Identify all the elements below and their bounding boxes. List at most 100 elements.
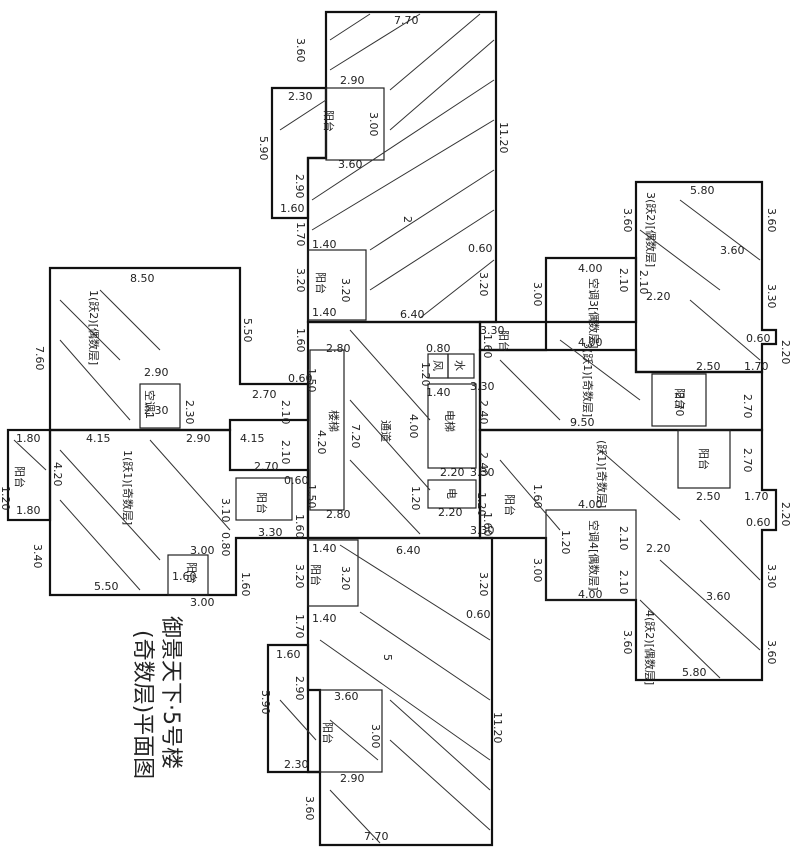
dim: 0.60 xyxy=(746,516,771,529)
dim: 11.20 xyxy=(491,712,504,744)
dim: 7.20 xyxy=(349,424,362,449)
balcony-top-small-outline xyxy=(270,86,328,220)
dim: 2.90 xyxy=(340,772,365,785)
dim: 1.60 xyxy=(280,202,305,215)
dim: 5.90 xyxy=(257,136,270,161)
dim: 3.20 xyxy=(294,268,307,293)
dim: 1.20 xyxy=(409,486,422,511)
water-label: 水 xyxy=(453,360,466,371)
dim: 2.50 xyxy=(696,490,721,503)
core-hatch xyxy=(349,329,431,535)
room-labels: 2 5 阳台 阳台 阳台 阳台 阳台 阳台 阳台 阳台 阳台 阳台 阳台 1(跃… xyxy=(13,110,711,744)
dim: 3.20 xyxy=(477,572,490,597)
dim: 1.80 xyxy=(16,432,41,445)
dim: 7.70 xyxy=(364,830,389,843)
dim: 1.20 xyxy=(419,362,432,387)
dim: 6.40 xyxy=(400,308,425,321)
dim: 2.10 xyxy=(279,400,292,425)
dim: 2.70 xyxy=(252,388,277,401)
unit-4-jump2-label: 4(跃2)[偶数层] xyxy=(643,610,657,685)
dim: 3.00 xyxy=(190,596,215,609)
dimension-labels: 7.70 3.60 2.90 11.20 2.30 3.00 5.90 3.60… xyxy=(0,14,792,843)
dim: 4.15 xyxy=(86,432,111,445)
dim: 1.40 xyxy=(312,238,337,251)
unit-1-jump2-label: 1(跃2)[偶数层] xyxy=(87,290,101,365)
unit-5-hatch xyxy=(279,544,491,844)
unit-3-jump1-label: 3(跃1)[奇数层] xyxy=(581,342,595,417)
dim: 5.50 xyxy=(94,580,119,593)
dim: 3.00 xyxy=(369,724,382,749)
balcony-bottom-upper-outline xyxy=(307,539,359,607)
balcony-right-bottom-label: 阳台 xyxy=(697,448,711,470)
dim: 1.40 xyxy=(426,386,451,399)
unit-1-block xyxy=(6,266,310,597)
balcony-core-top-label: 阳台 xyxy=(497,330,511,352)
dim: 11.20 xyxy=(497,122,510,154)
core-block xyxy=(306,320,482,540)
dim: 0.60 xyxy=(288,372,313,385)
dim: 3.30 xyxy=(470,466,495,479)
dim: 2.90 xyxy=(293,174,306,199)
dim: 1.70 xyxy=(294,222,307,247)
dim: 3.30 xyxy=(470,380,495,393)
dim: 5.80 xyxy=(682,666,707,679)
balcony-bottom-upper-label: 阳台 xyxy=(309,564,323,586)
dim: 3.20 xyxy=(293,564,306,589)
dim: 1.50 xyxy=(305,484,318,509)
wind-shaft-outline xyxy=(427,353,449,379)
dim: 1.70 xyxy=(293,614,306,639)
dim: 2.80 xyxy=(326,508,351,521)
dim: 1.70 xyxy=(744,360,769,373)
dim: 2.90 xyxy=(340,74,365,87)
dim: 3.60 xyxy=(706,590,731,603)
dim: 3.40 xyxy=(31,544,44,569)
dim: 0.60 xyxy=(746,332,771,345)
caption-line-2: (奇数层)平面图 xyxy=(130,630,155,779)
dim: 3.60 xyxy=(621,630,634,655)
balcony-right-top-label: 阳台 xyxy=(673,388,687,410)
dim: 3.00 xyxy=(531,282,544,307)
dim: 5.50 xyxy=(241,318,254,343)
elec-shaft-outline xyxy=(427,479,477,509)
dim: 1.40 xyxy=(312,306,337,319)
dim: 2.70 xyxy=(673,392,686,417)
balcony-bottom-small-outline xyxy=(266,643,322,774)
dim: 0.60 xyxy=(466,608,491,621)
dim: 4.00 xyxy=(578,498,603,511)
dim: 1.20 xyxy=(559,530,572,555)
dim: 7.70 xyxy=(394,14,419,27)
dim: 2.30 xyxy=(288,90,313,103)
dim: 1.60 xyxy=(481,512,494,537)
dim: 2.40 xyxy=(477,400,490,425)
unit-2-hatch xyxy=(279,13,495,319)
unit-4-jump1-label: (跃1)[奇数层] xyxy=(595,440,609,508)
dim: 3.60 xyxy=(294,38,307,63)
dim: 0.60 xyxy=(468,242,493,255)
unit-2-outline xyxy=(306,10,498,324)
balcony-top-lower-outline xyxy=(307,249,367,321)
dim: 4.00 xyxy=(578,336,603,349)
unit-3-jump2-label: 3(跃2)[偶数层] xyxy=(644,192,658,267)
dim: 2.10 xyxy=(279,440,292,465)
dim: 3.30 xyxy=(480,324,505,337)
balcony-left-mid-label: 阳台 xyxy=(255,492,269,514)
dim: 3.00 xyxy=(367,112,380,137)
unit-1-jump1-outline xyxy=(48,428,310,597)
dim: 3.20 xyxy=(477,272,490,297)
balcony-bottom-label: 阳台 xyxy=(321,722,335,744)
dim: 4.20 xyxy=(51,462,64,487)
dim: 2.50 xyxy=(696,360,721,373)
dim: 2.90 xyxy=(144,366,169,379)
dim: 2.30 xyxy=(183,400,196,425)
ac1-label: 空调1 xyxy=(143,390,157,419)
unit-1-hatch xyxy=(13,289,231,591)
unit-1-jump1-label: 1(跃1)[奇数层] xyxy=(121,450,135,525)
corridor-label: 通道 xyxy=(379,420,393,442)
dim: 3.60 xyxy=(621,208,634,233)
dim: 2.90 xyxy=(293,676,306,701)
dim: 9.50 xyxy=(570,416,595,429)
dim: 2.90 xyxy=(186,432,211,445)
balcony-left-low-label: 阳台 xyxy=(185,562,199,584)
dim: 1.60 xyxy=(294,328,307,353)
dim: 3.30 xyxy=(470,524,495,537)
